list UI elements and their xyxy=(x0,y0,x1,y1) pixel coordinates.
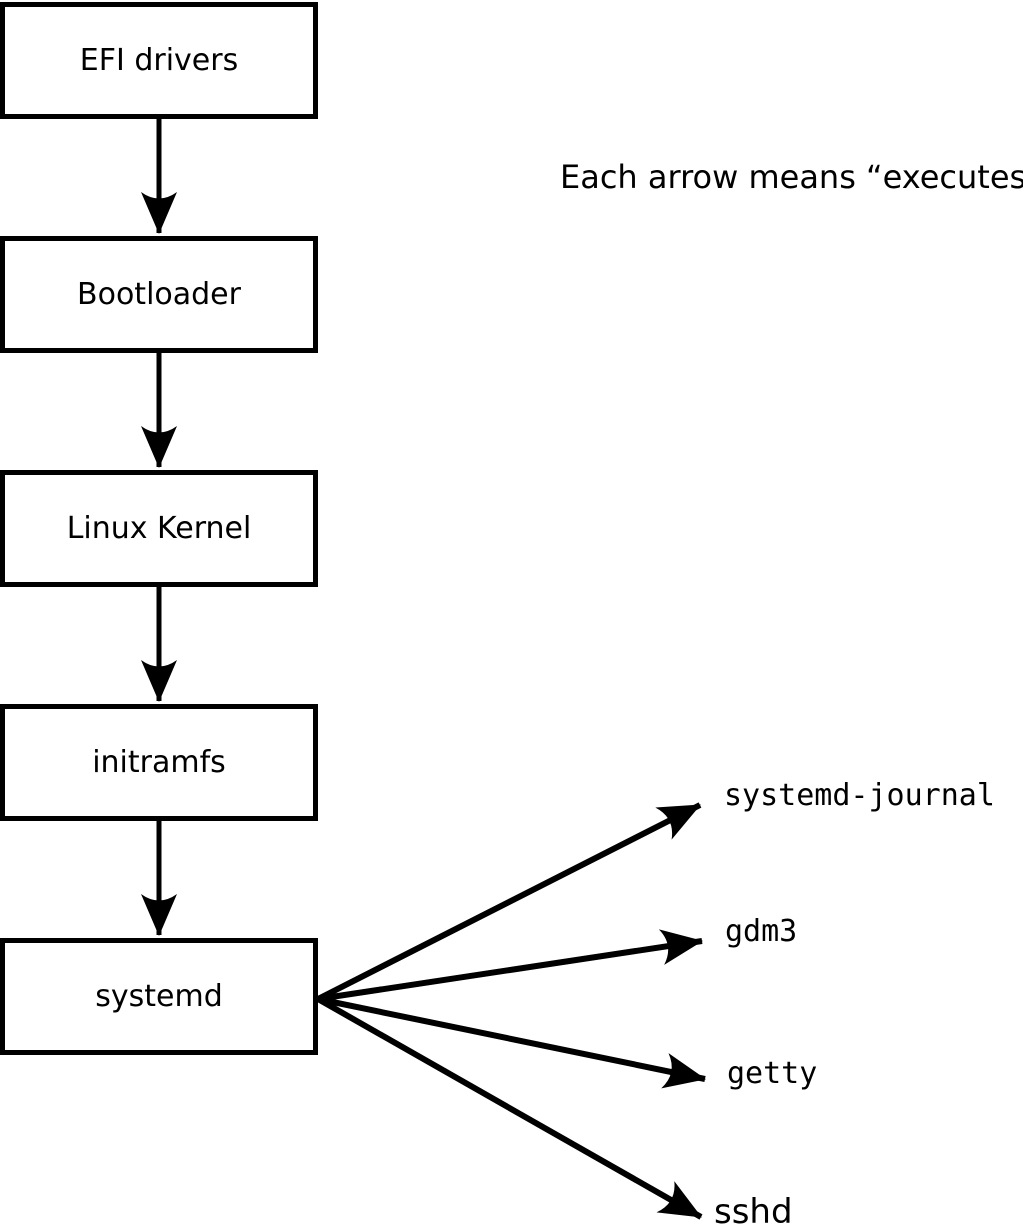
spawned-process-getty: getty xyxy=(727,1056,818,1091)
spawned-process-sshd: sshd xyxy=(714,1192,793,1230)
spawned-process-systemd-journal: systemd-journal xyxy=(724,778,995,813)
box-linux-kernel: Linux Kernel xyxy=(0,470,318,587)
box-systemd-label: systemd xyxy=(95,978,223,1014)
arrow-systemd-to-systemd-journal xyxy=(316,802,702,1002)
arrow-systemd-to-gdm3 xyxy=(317,929,703,1002)
box-initramfs-label: initramfs xyxy=(92,744,226,780)
box-systemd: systemd xyxy=(0,938,318,1055)
arrow-meaning-note: Each arrow means “executes”. xyxy=(560,158,1023,196)
box-bootloader: Bootloader xyxy=(0,236,318,353)
arrow-systemd-to-getty xyxy=(317,996,706,1089)
box-linux-kernel-label: Linux Kernel xyxy=(66,510,252,546)
arrow-systemd-to-sshd xyxy=(316,996,703,1220)
box-bootloader-label: Bootloader xyxy=(77,276,241,312)
box-initramfs: initramfs xyxy=(0,704,318,821)
spawned-process-gdm3: gdm3 xyxy=(725,914,798,949)
box-efi-drivers: EFI drivers xyxy=(0,2,318,119)
box-efi-drivers-label: EFI drivers xyxy=(79,42,239,78)
